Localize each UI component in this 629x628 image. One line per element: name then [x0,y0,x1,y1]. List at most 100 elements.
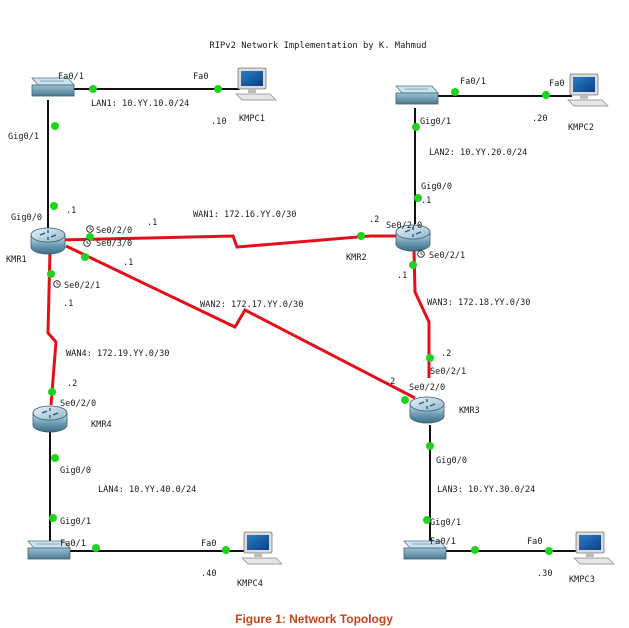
diagram-title: RIPv2 Network Implementation by K. Mahmu… [209,41,426,51]
switch2[interactable] [395,85,439,105]
host-address-label: .2 [67,379,77,389]
device-label-kmpc2: KMPC2 [568,123,594,133]
host-address-label: .30 [537,569,553,579]
link-up-dot [214,85,222,93]
interface-label: Fa0/1 [60,539,86,549]
device-label-kmpc4: KMPC4 [237,579,263,589]
router-kmr2[interactable] [395,224,431,252]
switch-icon [403,540,447,560]
link-status-dots [47,85,553,555]
host-address-label: .1 [397,271,407,281]
pc-icon [573,531,615,565]
link-up-dot [451,88,459,96]
interface-label: Se0/2/1 [429,251,465,261]
interface-label: Gig0/1 [8,132,39,142]
device-label-kmr1: KMR1 [6,255,27,265]
host-address-label: .20 [532,114,548,124]
link-up-dot [426,354,434,362]
host-address-label: .1 [147,218,157,228]
network-label-lan1: LAN1: 10.YY.10.0/24 [91,99,189,109]
network-label-wan2: WAN2: 172.17.YY.0/30 [200,300,303,310]
router-kmr4[interactable] [32,405,68,433]
link-up-dot [357,232,365,240]
pc-icon [235,67,277,101]
wan2-link [65,244,416,400]
router-icon [32,405,68,433]
wan4-link [46,250,58,406]
router-kmr3[interactable] [409,396,445,424]
device-label-kmpc3: KMPC3 [569,575,595,585]
pc-kmpc1[interactable] [235,67,277,101]
link-up-dot [426,442,434,450]
device-label-kmr2: KMR2 [346,253,367,263]
link-up-dot [409,261,417,269]
interface-label: Se0/3/0 [96,239,132,249]
router-icon [409,396,445,424]
interface-label: Fa0/1 [430,537,456,547]
interface-label: Fa0 [201,539,217,549]
interface-label: Gig0/0 [421,182,452,192]
interface-label: Se0/2/0 [96,226,132,236]
interface-label: Se0/2/1 [430,367,466,377]
switch1[interactable] [31,77,75,97]
link-up-dot [412,123,420,131]
pc-kmpc2[interactable] [567,73,609,107]
switch4[interactable] [27,540,71,560]
link-up-dot [50,202,58,210]
link-up-dot [401,396,409,404]
interface-label: Fa0/1 [58,72,84,82]
interface-label: Gig0/1 [420,117,451,127]
interface-label: Se0/2/0 [60,399,96,409]
link-up-dot [423,516,431,524]
host-address-label: .1 [63,299,73,309]
link-up-dot [47,270,55,278]
interface-label: Gig0/0 [11,213,42,223]
interface-label: Gig0/0 [436,456,467,466]
switch-icon [31,77,75,97]
interface-label: Se0/2/0 [386,221,422,231]
wan3-link [412,249,431,378]
link-up-dot [545,547,553,555]
link-up-dot [414,194,422,202]
network-label-wan4: WAN4: 172.19.YY.0/30 [66,349,169,359]
network-label-lan2: LAN2: 10.YY.20.0/24 [429,148,527,158]
clock-icon [83,239,91,247]
switch3[interactable] [403,540,447,560]
wan1-link [59,234,400,249]
interface-label: Fa0 [527,537,543,547]
clock-icon [53,280,61,288]
link-up-dot [51,454,59,462]
host-address-label: .1 [66,206,76,216]
interface-label: Fa0 [549,79,565,89]
link-up-dot [89,85,97,93]
host-address-label: .2 [441,349,451,359]
figure-caption: Figure 1: Network Topology [235,612,393,626]
pc-icon [567,73,609,107]
pc-kmpc3[interactable] [573,531,615,565]
clock-icon [86,225,94,233]
link-up-dot [49,514,57,522]
interface-label: Gig0/1 [60,517,91,527]
interface-label: Se0/2/0 [409,383,445,393]
pc-icon [241,531,283,565]
device-label-kmr4: KMR4 [91,420,112,430]
pc-kmpc4[interactable] [241,531,283,565]
network-label-lan4: LAN4: 10.YY.40.0/24 [98,485,196,495]
network-label-wan1: WAN1: 172.16.YY.0/30 [193,210,296,220]
router-icon [395,224,431,252]
host-address-label: .2 [369,215,379,225]
link-up-dot [81,253,89,261]
host-address-label: .40 [201,569,217,579]
host-address-label: .1 [123,258,133,268]
router-icon [30,227,66,255]
link-up-dot [51,122,59,130]
host-address-label: .10 [211,117,227,127]
link-up-dot [86,233,94,241]
router-kmr1[interactable] [30,227,66,255]
interface-label: Fa0/1 [460,77,486,87]
link-up-dot [48,388,56,396]
interface-label: Se0/2/1 [64,281,100,291]
switch-icon [27,540,71,560]
network-label-lan3: LAN3: 10.YY.30.0/24 [437,485,535,495]
